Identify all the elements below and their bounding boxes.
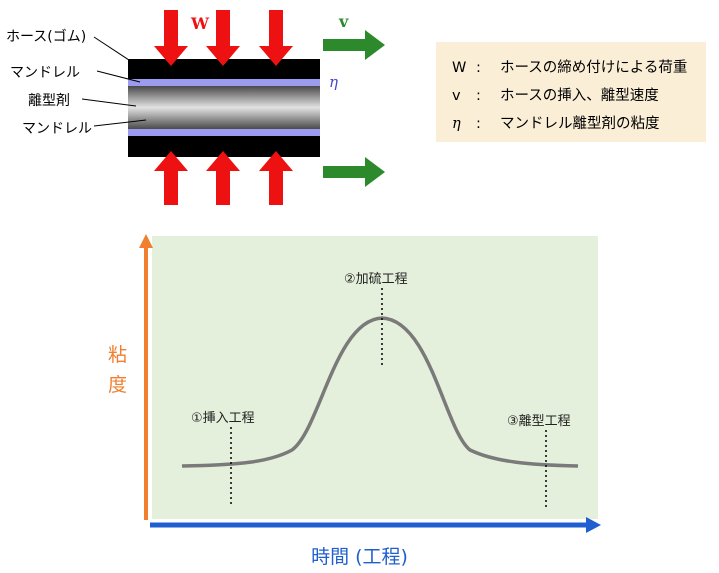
chart-plot-area bbox=[152, 236, 598, 519]
label-mandrel-bottom: マンドレル bbox=[22, 121, 92, 137]
legend-text: マンドレル離型剤の粘度 bbox=[500, 116, 660, 132]
legend-colon: : bbox=[476, 60, 481, 76]
label-hose: ホース(ゴム) bbox=[6, 29, 87, 45]
legend-colon: : bbox=[476, 88, 481, 104]
y-axis-label-char-2: 度 bbox=[108, 374, 128, 396]
legend-text: ホースの挿入、離型速度 bbox=[500, 88, 659, 104]
x-axis-arrow bbox=[150, 517, 601, 533]
leader-release-agent bbox=[81, 98, 137, 107]
legend-item-w: W: ホースの締め付けによる荷重 bbox=[452, 56, 687, 77]
legend-box: W: ホースの締め付けによる荷重 v: ホースの挿入、離型速度 η: マンドレル離型剤… bbox=[436, 42, 706, 142]
x-axis-label: 時間 (工程) bbox=[311, 546, 408, 568]
speed-arrow-bottom bbox=[323, 157, 385, 187]
label-release-agent: 離型剤 bbox=[28, 93, 70, 109]
legend-item-eta: η: マンドレル離型剤の粘度 bbox=[452, 112, 660, 133]
load-arrow bbox=[206, 151, 240, 205]
legend-symbol: η bbox=[452, 116, 461, 132]
mandrel-core bbox=[128, 86, 320, 129]
legend-item-v: v: ホースの挿入、離型速度 bbox=[452, 84, 659, 105]
load-arrow bbox=[154, 151, 188, 205]
leader-hose bbox=[93, 36, 139, 67]
load-arrow bbox=[206, 10, 240, 66]
y-axis-arrow bbox=[139, 234, 153, 520]
step-label-release: ③離型工程 bbox=[507, 414, 571, 429]
step-label-vulcanization: ②加硫工程 bbox=[344, 272, 408, 287]
hose-top-wall bbox=[128, 59, 320, 80]
release-agent-bottom bbox=[128, 129, 320, 136]
speed-arrow-top bbox=[323, 30, 385, 60]
load-arrow bbox=[154, 10, 188, 66]
leader-mandrel-top bbox=[96, 70, 141, 83]
hose-bottom-wall bbox=[128, 136, 320, 157]
load-arrows-top bbox=[154, 10, 293, 66]
legend-text: ホースの締め付けによる荷重 bbox=[500, 60, 688, 76]
legend-symbol: W bbox=[452, 60, 467, 76]
legend-symbol: v bbox=[452, 88, 461, 104]
eta-label: η bbox=[329, 73, 338, 91]
legend-colon: : bbox=[476, 116, 481, 132]
step-markers bbox=[230, 288, 547, 508]
y-axis-label-char-1: 粘 bbox=[108, 344, 128, 366]
leader-mandrel-bottom bbox=[93, 119, 147, 127]
load-arrows-bottom bbox=[154, 151, 293, 205]
load-arrow bbox=[259, 10, 293, 66]
step-label-insertion: ①挿入工程 bbox=[191, 411, 255, 426]
load-arrow bbox=[259, 151, 293, 205]
arrow-v-label: v bbox=[339, 12, 349, 31]
release-agent-top bbox=[128, 79, 320, 86]
leader-lines bbox=[81, 36, 147, 127]
label-mandrel-top: マンドレル bbox=[10, 65, 80, 81]
arrow-w-label: W bbox=[191, 14, 209, 33]
speed-arrows bbox=[323, 30, 385, 187]
